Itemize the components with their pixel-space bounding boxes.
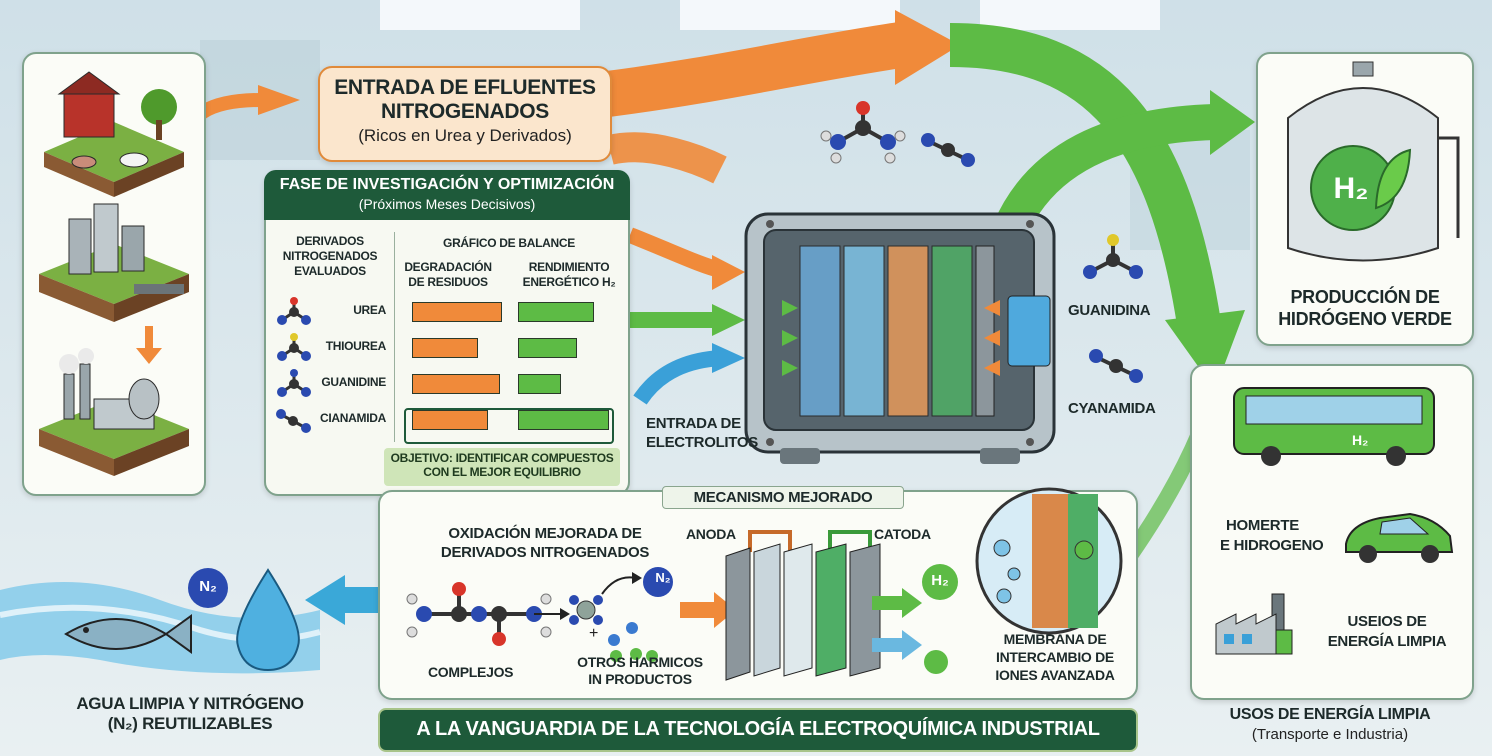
highlight-box — [404, 408, 614, 444]
uses-footer-subtitle: (Transporte e Industria) — [1251, 726, 1409, 743]
oxidation-label: OXIDACIÓN MEJORADA DE DERIVADOS NITROGEN… — [440, 525, 650, 561]
homerte-label: HOMERTE E HIDROGENO — [1220, 517, 1324, 554]
bus-icon — [1233, 387, 1435, 466]
tank-arrow — [993, 104, 1216, 238]
h2-bubble-icon — [922, 564, 958, 600]
research-title-bar: FASE DE INVESTIGACIÓN Y OPTIMIZACIÓN (Pr… — [264, 170, 630, 220]
h2-yield-bar — [518, 302, 594, 322]
useios-label: USEIOS DE ENERGÍA LIMPIA — [1327, 613, 1447, 650]
category-label: UREA — [353, 303, 386, 317]
fish-icon — [64, 614, 192, 654]
rend-header: RENDIMIENTO ENERGÉTICO H₂ — [522, 260, 616, 289]
anoda-label: ANODA — [686, 526, 736, 542]
hydrogen-panel: H₂ PRODUCCIÓN DE HIDRÓGENO VERDE — [1256, 52, 1474, 346]
otros-label: OTROS HARMICOS IN PRODUCTOS — [577, 654, 703, 687]
h2-tank-badge: H₂ — [1333, 172, 1369, 205]
mech-n2-badge: N₂ — [655, 570, 671, 585]
mechanism-panel: MECANISMO MEJORADO OXIDACIÓN MEJORADA DE… — [378, 486, 1138, 700]
degradation-bar — [412, 410, 488, 430]
category-molecule-icon — [277, 369, 311, 397]
category-label: THIOUREA — [325, 339, 387, 353]
chart-divider — [394, 232, 395, 442]
bus-h2-badge: H₂ — [1352, 432, 1369, 448]
h2-yield-bar — [518, 410, 610, 430]
category-label: GUANIDINE — [321, 375, 386, 389]
inlet-title-line2: NITROGENADOS — [381, 100, 549, 123]
degradation-bar — [412, 302, 503, 322]
electrolyte-label: ENTRADA DE ELECTROLITOS — [646, 415, 758, 451]
cyanamida-label: CYANAMIDA — [1068, 400, 1156, 417]
hydrogen-title: PRODUCCIÓN DE HIDRÓGENO VERDE — [1278, 287, 1452, 329]
degradation-bar — [412, 338, 478, 358]
electrolyzer-reactor — [744, 212, 1056, 464]
hydrogen-tank-icon — [1287, 61, 1460, 262]
chart-header: GRÁFICO DE BALANCE — [443, 236, 575, 250]
mech-feed-arrow — [680, 592, 736, 628]
car-icon — [1345, 512, 1454, 563]
complejos-label: COMPLEJOS — [428, 664, 514, 680]
effluent-main-arrow — [597, 22, 904, 118]
inlet-title-line1: ENTRADA DE EFLUENTES — [334, 76, 596, 99]
farm-icon — [44, 71, 184, 197]
h2-yield-bar — [518, 374, 562, 394]
category-molecule-icon — [277, 297, 311, 325]
uses-panel: H₂ HOMERTE E HIDROGENO USEIOS DE ENERGÍA… — [1190, 364, 1474, 700]
banner-text: A LA VANGUARDIA DE LA TECNOLOGÍA ELECTRO… — [416, 718, 1100, 740]
n2-water-bubble-icon — [188, 568, 228, 608]
h2-yield-bar — [518, 338, 578, 358]
research-subtitle: (Próximos Meses Decisivos) — [358, 196, 536, 212]
water-drop-icon — [236, 568, 300, 672]
guanidina-label: GUANIDINA — [1068, 302, 1151, 319]
water-label: AGUA LIMPIA Y NITRÓGENO (N₂) REUTILIZABL… — [76, 694, 304, 733]
products-icon: + — [569, 567, 673, 662]
water-n2-badge: N₂ — [199, 578, 217, 595]
uses-footer-title: USOS DE ENERGÍA LIMPIA — [1229, 706, 1431, 723]
membrane-zoom-icon — [975, 487, 1123, 635]
urea-molecule-icon — [820, 101, 906, 164]
balance-chart: UREA THIOUREA GUANIDINE CIANAMIDA — [266, 172, 628, 494]
down-arrow-icon — [136, 326, 162, 364]
factory-icon — [39, 348, 189, 476]
factory-clean-icon — [1215, 593, 1293, 655]
degradation-bar — [412, 374, 501, 394]
bottom-banner: A LA VANGUARDIA DE LA TECNOLOGÍA ELECTRO… — [378, 708, 1138, 752]
n2-bubble-icon — [924, 650, 948, 674]
cyanamide-molecule-icon — [921, 133, 975, 167]
degr-header: DEGRADACIÓN DE RESIDUOS — [404, 260, 492, 289]
mech-h2-badge: H₂ — [931, 572, 949, 589]
cyanamide-side-icon — [1089, 349, 1143, 383]
complex-molecule-icon — [406, 582, 552, 646]
inlet-title-box: ENTRADA DE EFLUENTES NITROGENADOS (Ricos… — [318, 66, 612, 162]
hydrogen-arc-arrow — [949, 23, 1222, 334]
svg-text:+: + — [589, 625, 598, 642]
research-title: FASE DE INVESTIGACIÓN Y OPTIMIZACIÓN — [279, 176, 615, 193]
catoda-label: CATODA — [874, 526, 931, 542]
membrane-label: MEMBRANA DE INTERCAMBIO DE IONES AVANZAD… — [995, 631, 1115, 683]
mech-cell-icon — [725, 530, 881, 681]
mech-out-arrows — [872, 588, 922, 660]
category-molecule-icon — [276, 409, 311, 433]
research-panel: FASE DE INVESTIGACIÓN Y OPTIMIZACIÓN (Pr… — [264, 170, 630, 496]
guanidine-molecule-icon — [1083, 234, 1143, 279]
inlet-subtitle: (Ricos en Urea y Derivados) — [358, 126, 572, 145]
category-label: CIANAMIDA — [320, 411, 386, 425]
city-icon — [39, 203, 189, 322]
left-column-header: DERIVADOS NITROGENADOS EVALUADOS — [282, 234, 378, 278]
reaction-arrow-icon — [534, 608, 570, 620]
mechanism-title: MECANISMO MEJORADO — [662, 486, 904, 509]
category-molecule-icon — [277, 333, 311, 361]
objective-box: OBJETIVO: IDENTIFICAR COMPUESTOS CON EL … — [384, 448, 620, 486]
sources-panel — [22, 52, 206, 496]
